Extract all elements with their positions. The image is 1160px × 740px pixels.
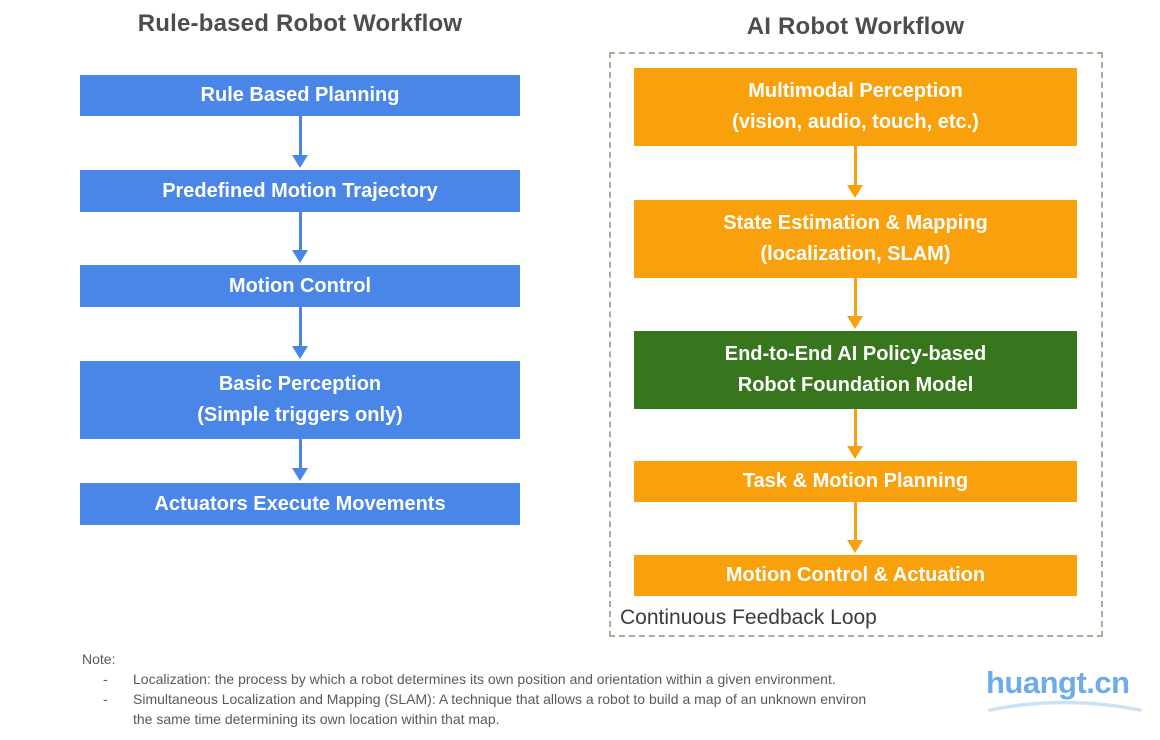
arrow-shaft [853, 146, 857, 185]
watermark-swoosh-icon [988, 700, 1142, 712]
arrow-down-icon [847, 146, 863, 198]
note-block: Note: - Localization: the process by whi… [82, 649, 1002, 729]
flow-box-motion-control: Motion Control [80, 265, 520, 307]
flow-box-label: Multimodal Perception [748, 80, 963, 102]
arrow-shaft [298, 212, 302, 250]
arrow-shaft [298, 116, 302, 155]
arrow-down-icon [292, 116, 308, 168]
flow-box-task-motion-planning: Task & Motion Planning [634, 461, 1077, 502]
flow-box-sublabel: (Simple triggers only) [197, 404, 403, 426]
continuous-feedback-loop-label: Continuous Feedback Loop [620, 606, 877, 629]
arrow-head [847, 185, 863, 198]
arrow-shaft [853, 409, 857, 446]
arrow-down-icon [847, 278, 863, 329]
arrow-down-icon [847, 409, 863, 459]
arrow-shaft [853, 278, 857, 316]
flow-box-state-estimation-mapping: State Estimation & Mapping (localization… [634, 200, 1077, 278]
note-line: - Simultaneous Localization and Mapping … [82, 689, 1002, 709]
flow-box-rule-based-planning: Rule Based Planning [80, 75, 520, 116]
arrow-shaft [298, 439, 302, 468]
arrow-head [847, 316, 863, 329]
arrow-down-icon [292, 439, 308, 481]
note-bullet: - [103, 671, 108, 687]
flow-box-label: State Estimation & Mapping [723, 212, 988, 234]
arrow-shaft [298, 307, 302, 346]
flow-box-label: Rule Based Planning [200, 84, 400, 106]
flow-box-label: Motion Control & Actuation [725, 564, 986, 586]
note-text: Localization: the process by which a rob… [133, 671, 836, 687]
flow-box-multimodal-perception: Multimodal Perception (vision, audio, to… [634, 68, 1077, 146]
watermark: huangt.cn [986, 666, 1156, 718]
right-workflow-title: AI Robot Workflow [746, 13, 965, 40]
flow-box-label: Predefined Motion Trajectory [162, 179, 438, 202]
flow-box-label: Basic Perception [218, 373, 382, 395]
arrow-down-icon [292, 307, 308, 359]
flow-box-label: Actuators Execute Movements [154, 492, 446, 515]
note-line-continuation: the same time determining its own locati… [82, 709, 1002, 729]
note-text: Simultaneous Localization and Mapping (S… [133, 691, 867, 707]
note-line: - Localization: the process by which a r… [82, 669, 1002, 689]
continuous-feedback-loop-frame [609, 52, 1103, 637]
arrow-head [292, 468, 308, 481]
flow-box-label: End-to-End AI Policy-based [724, 343, 987, 365]
note-heading-row: Note: [82, 649, 1002, 669]
arrow-head [847, 446, 863, 459]
arrow-shaft [853, 502, 857, 540]
arrow-down-icon [292, 212, 308, 263]
arrow-down-icon [847, 502, 863, 553]
flow-box-sublabel: (localization, SLAM) [760, 243, 951, 265]
left-workflow-title: Rule-based Robot Workflow [137, 10, 463, 37]
watermark-text: huangt.cn [986, 665, 1130, 700]
flow-box-label: Motion Control [228, 274, 372, 297]
note-text: the same time determining its own locati… [133, 711, 500, 727]
arrow-head [292, 155, 308, 168]
flow-box-robot-foundation-model: End-to-End AI Policy-based Robot Foundat… [634, 331, 1077, 409]
flow-box-predefined-motion-trajectory: Predefined Motion Trajectory [80, 170, 520, 212]
note-heading: Note: [82, 651, 116, 667]
flow-box-basic-perception: Basic Perception (Simple triggers only) [80, 361, 520, 439]
arrow-head [292, 250, 308, 263]
flow-box-actuators-execute-movements: Actuators Execute Movements [80, 483, 520, 525]
arrow-head [292, 346, 308, 359]
note-bullet: - [103, 691, 108, 707]
arrow-head [847, 540, 863, 553]
flow-box-sublabel: (vision, audio, touch, etc.) [732, 111, 979, 133]
flow-box-motion-control-actuation: Motion Control & Actuation [634, 555, 1077, 596]
note-bullet-spacer [82, 709, 133, 729]
flow-box-sublabel: Robot Foundation Model [737, 374, 974, 396]
flow-box-label: Task & Motion Planning [742, 470, 969, 492]
